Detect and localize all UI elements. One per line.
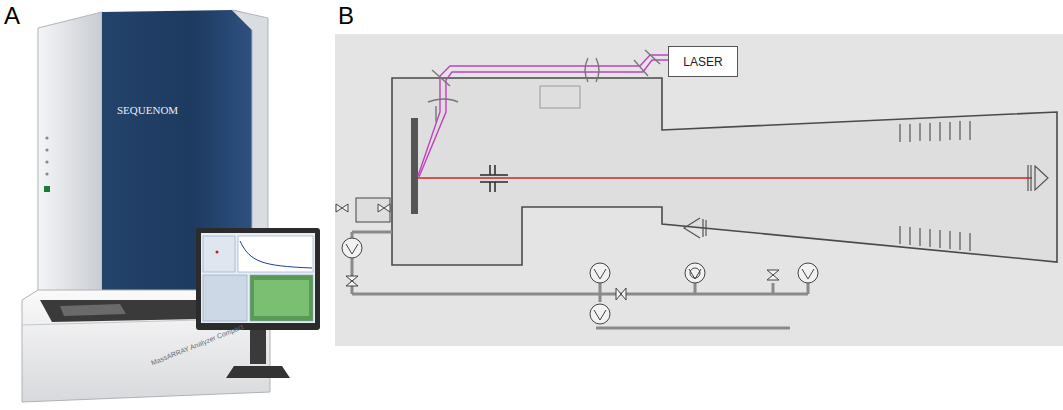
model-name: MassARRAY Analyzer Compact bbox=[150, 323, 244, 367]
box-label: LASER bbox=[683, 55, 722, 69]
schematic-panel bbox=[335, 34, 1063, 346]
laser-beam bbox=[418, 55, 668, 177]
laser-box: LASER bbox=[668, 46, 738, 77]
vacuum-chamber bbox=[392, 78, 1057, 265]
instrument-photo bbox=[22, 10, 320, 402]
reflectron-rings bbox=[900, 121, 970, 251]
vacuum-lines bbox=[352, 232, 808, 328]
optics bbox=[428, 50, 660, 122]
brand-name: SEQUENOM bbox=[117, 104, 178, 116]
linear-detector bbox=[1028, 165, 1048, 191]
ion-path bbox=[418, 177, 1032, 178]
pumps bbox=[342, 238, 818, 324]
panel-letter: A bbox=[4, 2, 20, 30]
valves bbox=[336, 198, 779, 300]
panel-letter: B bbox=[338, 2, 354, 30]
sample-plate bbox=[411, 118, 418, 214]
reflector-detector bbox=[684, 218, 706, 238]
